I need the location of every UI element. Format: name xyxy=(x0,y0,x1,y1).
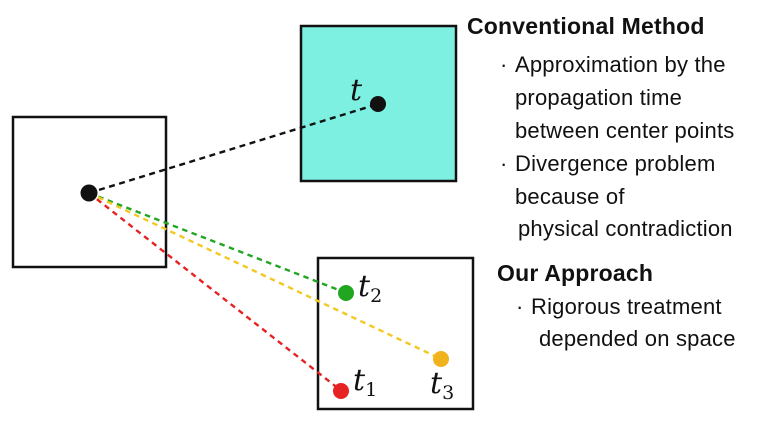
t2-label: t2 xyxy=(358,269,382,307)
approach-heading: Our Approach xyxy=(497,260,654,286)
conventional-bullet-1-line-2: propagation time xyxy=(515,85,683,110)
conventional-bullet-2-line-1: · Divergence problem xyxy=(500,151,715,177)
dashed-line-center-to-t xyxy=(88,102,379,195)
t1-dot xyxy=(333,383,349,399)
conventional-bullet-2-line-3: physical contradiction xyxy=(518,216,733,241)
source-center-dot xyxy=(80,184,98,202)
conventional-bullet-2-line-2: because of xyxy=(515,184,625,209)
conventional-heading: Conventional Method xyxy=(467,13,705,39)
bullet-text: Divergence problem xyxy=(515,151,716,176)
bullet-text: Rigorous treatment xyxy=(531,294,722,319)
t3-dot xyxy=(433,351,449,367)
t-label: t xyxy=(350,73,363,108)
approach-bullet-1-line-2: depended on space xyxy=(539,326,736,351)
conventional-bullet-1-line-1: · Approximation by the xyxy=(500,52,726,78)
approach-bullet-1-line-1: · Rigorous treatment xyxy=(516,294,722,320)
bullet-dot: · xyxy=(516,294,524,319)
t2-dot xyxy=(338,285,354,301)
t1-label: t1 xyxy=(353,363,377,401)
t3-label: t3 xyxy=(430,366,454,404)
dashed-line-to-t3 xyxy=(88,191,440,360)
bullet-text: Approximation by the xyxy=(515,52,726,77)
bullet-dot: · xyxy=(500,151,508,176)
bullet-dot: · xyxy=(500,52,508,77)
t-dot xyxy=(370,96,386,112)
conventional-bullet-1-line-3: between center points xyxy=(515,118,735,143)
dashed-line-to-t1 xyxy=(88,192,340,390)
